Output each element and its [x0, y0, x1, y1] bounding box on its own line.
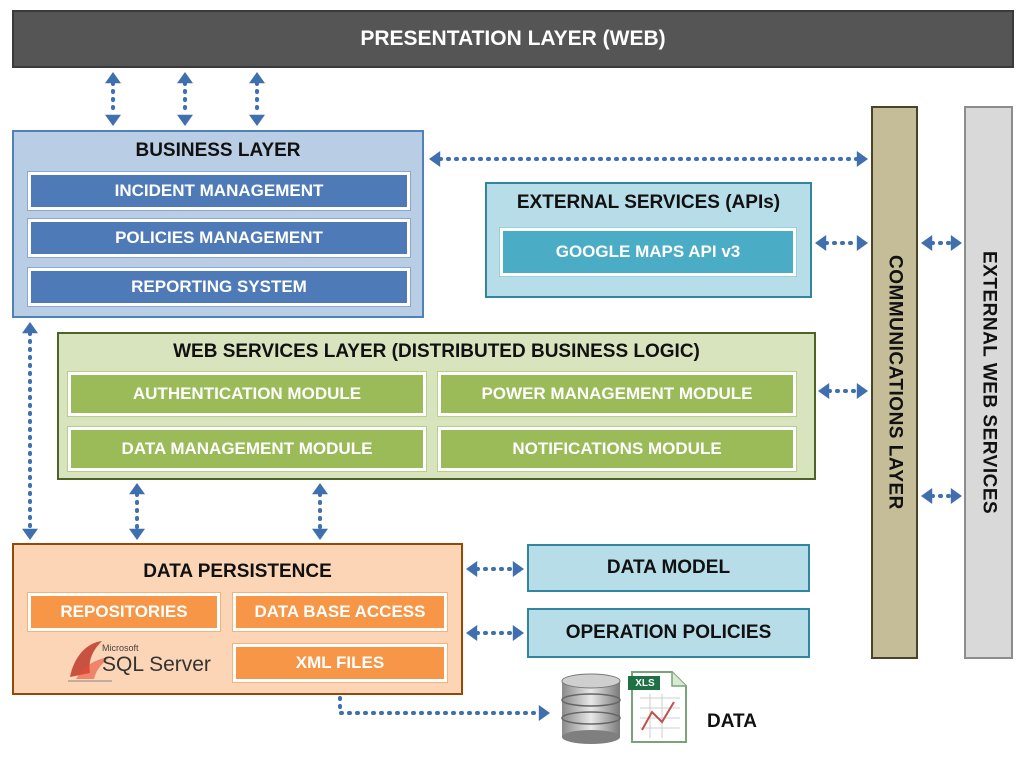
reporting-system-module: REPORTING SYSTEM [28, 268, 410, 306]
arrow-web-persistence-1 [129, 483, 145, 540]
presentation-layer: PRESENTATION LAYER (WEB) [12, 10, 1014, 68]
data-model-label: DATA MODEL [606, 557, 731, 578]
database-icon [561, 673, 621, 744]
arrow-web-persistence-2 [312, 483, 328, 540]
operation-policies-label: OPERATION POLICIES [565, 622, 772, 643]
arrow-web-services-communications [818, 383, 868, 399]
xml-files-module: XML FILES [233, 644, 447, 682]
web-services-layer: WEB SERVICES LAYER (DISTRIBUTED BUSINESS… [57, 332, 816, 480]
module-label: GOOGLE MAPS API v3 [555, 242, 741, 261]
module-label: DATA BASE ACCESS [254, 602, 426, 621]
external-web-services: EXTERNAL WEB SERVICES [964, 106, 1013, 659]
module-label: XML FILES [295, 653, 385, 672]
authentication-module: AUTHENTICATION MODULE [68, 372, 426, 416]
data-label: DATA [707, 711, 757, 732]
google-maps-api-module: GOOGLE MAPS API v3 [500, 228, 796, 276]
module-label: NOTIFICATIONS MODULE [512, 439, 722, 458]
external-web-services-label: EXTERNAL WEB SERVICES [978, 250, 1000, 515]
sql-server-logo-small: Microsoft [102, 643, 139, 653]
arrow-presentation-business-2 [177, 72, 193, 126]
xls-label: XLS [635, 678, 655, 689]
module-label: REPORTING SYSTEM [131, 277, 307, 296]
communications-layer: COMMUNICATIONS LAYER [871, 106, 918, 659]
web-services-layer-title: WEB SERVICES LAYER (DISTRIBUTED BUSINESS… [173, 341, 700, 362]
arrow-communications-external-2 [921, 488, 962, 504]
arrow-persistence-data-model [466, 561, 524, 577]
arrow-persistence-operation-policies [466, 625, 524, 641]
arrow-persistence-data [338, 696, 550, 721]
arrow-business-persistence [22, 322, 38, 540]
policies-management-module: POLICIES MANAGEMENT [28, 219, 410, 257]
external-services-title: EXTERNAL SERVICES (APIs) [516, 192, 781, 213]
arrow-communications-external-1 [921, 235, 962, 251]
module-label: INCIDENT MANAGEMENT [114, 181, 324, 200]
operation-policies-box: OPERATION POLICIES [527, 608, 810, 658]
external-services: EXTERNAL SERVICES (APIs) GOOGLE MAPS API… [485, 182, 812, 298]
repositories-module: REPOSITORIES [28, 593, 220, 631]
power-management-module: POWER MANAGEMENT MODULE [438, 372, 796, 416]
sql-server-logo: Microsoft SQL Server [64, 637, 214, 687]
business-layer: BUSINESS LAYER INCIDENT MANAGEMENT POLIC… [12, 130, 424, 318]
incident-management-module: INCIDENT MANAGEMENT [28, 172, 410, 210]
arrow-external-services-communications [815, 235, 868, 251]
module-label: AUTHENTICATION MODULE [132, 384, 362, 403]
module-label: POLICIES MANAGEMENT [115, 228, 323, 247]
communications-layer-label: COMMUNICATIONS LAYER [884, 255, 906, 510]
arrow-presentation-business-3 [249, 72, 265, 126]
sql-server-logo-main: SQL Server [102, 653, 211, 676]
data-model-box: DATA MODEL [527, 544, 810, 592]
module-label: REPOSITORIES [60, 602, 188, 621]
data-management-module: DATA MANAGEMENT MODULE [68, 427, 426, 471]
data-persistence: DATA PERSISTENCE REPOSITORIES DATA BASE … [12, 543, 463, 695]
notifications-module: NOTIFICATIONS MODULE [438, 427, 796, 471]
data-base-access-module: DATA BASE ACCESS [233, 593, 447, 631]
business-layer-title: BUSINESS LAYER [135, 140, 301, 161]
module-label: POWER MANAGEMENT MODULE [481, 384, 753, 403]
sql-server-icon [68, 641, 112, 682]
arrow-presentation-business-1 [105, 72, 121, 126]
arrow-business-communications [429, 151, 868, 167]
module-label: DATA MANAGEMENT MODULE [121, 439, 373, 458]
presentation-layer-title: PRESENTATION LAYER (WEB) [360, 27, 666, 50]
data-persistence-title: DATA PERSISTENCE [143, 561, 332, 582]
